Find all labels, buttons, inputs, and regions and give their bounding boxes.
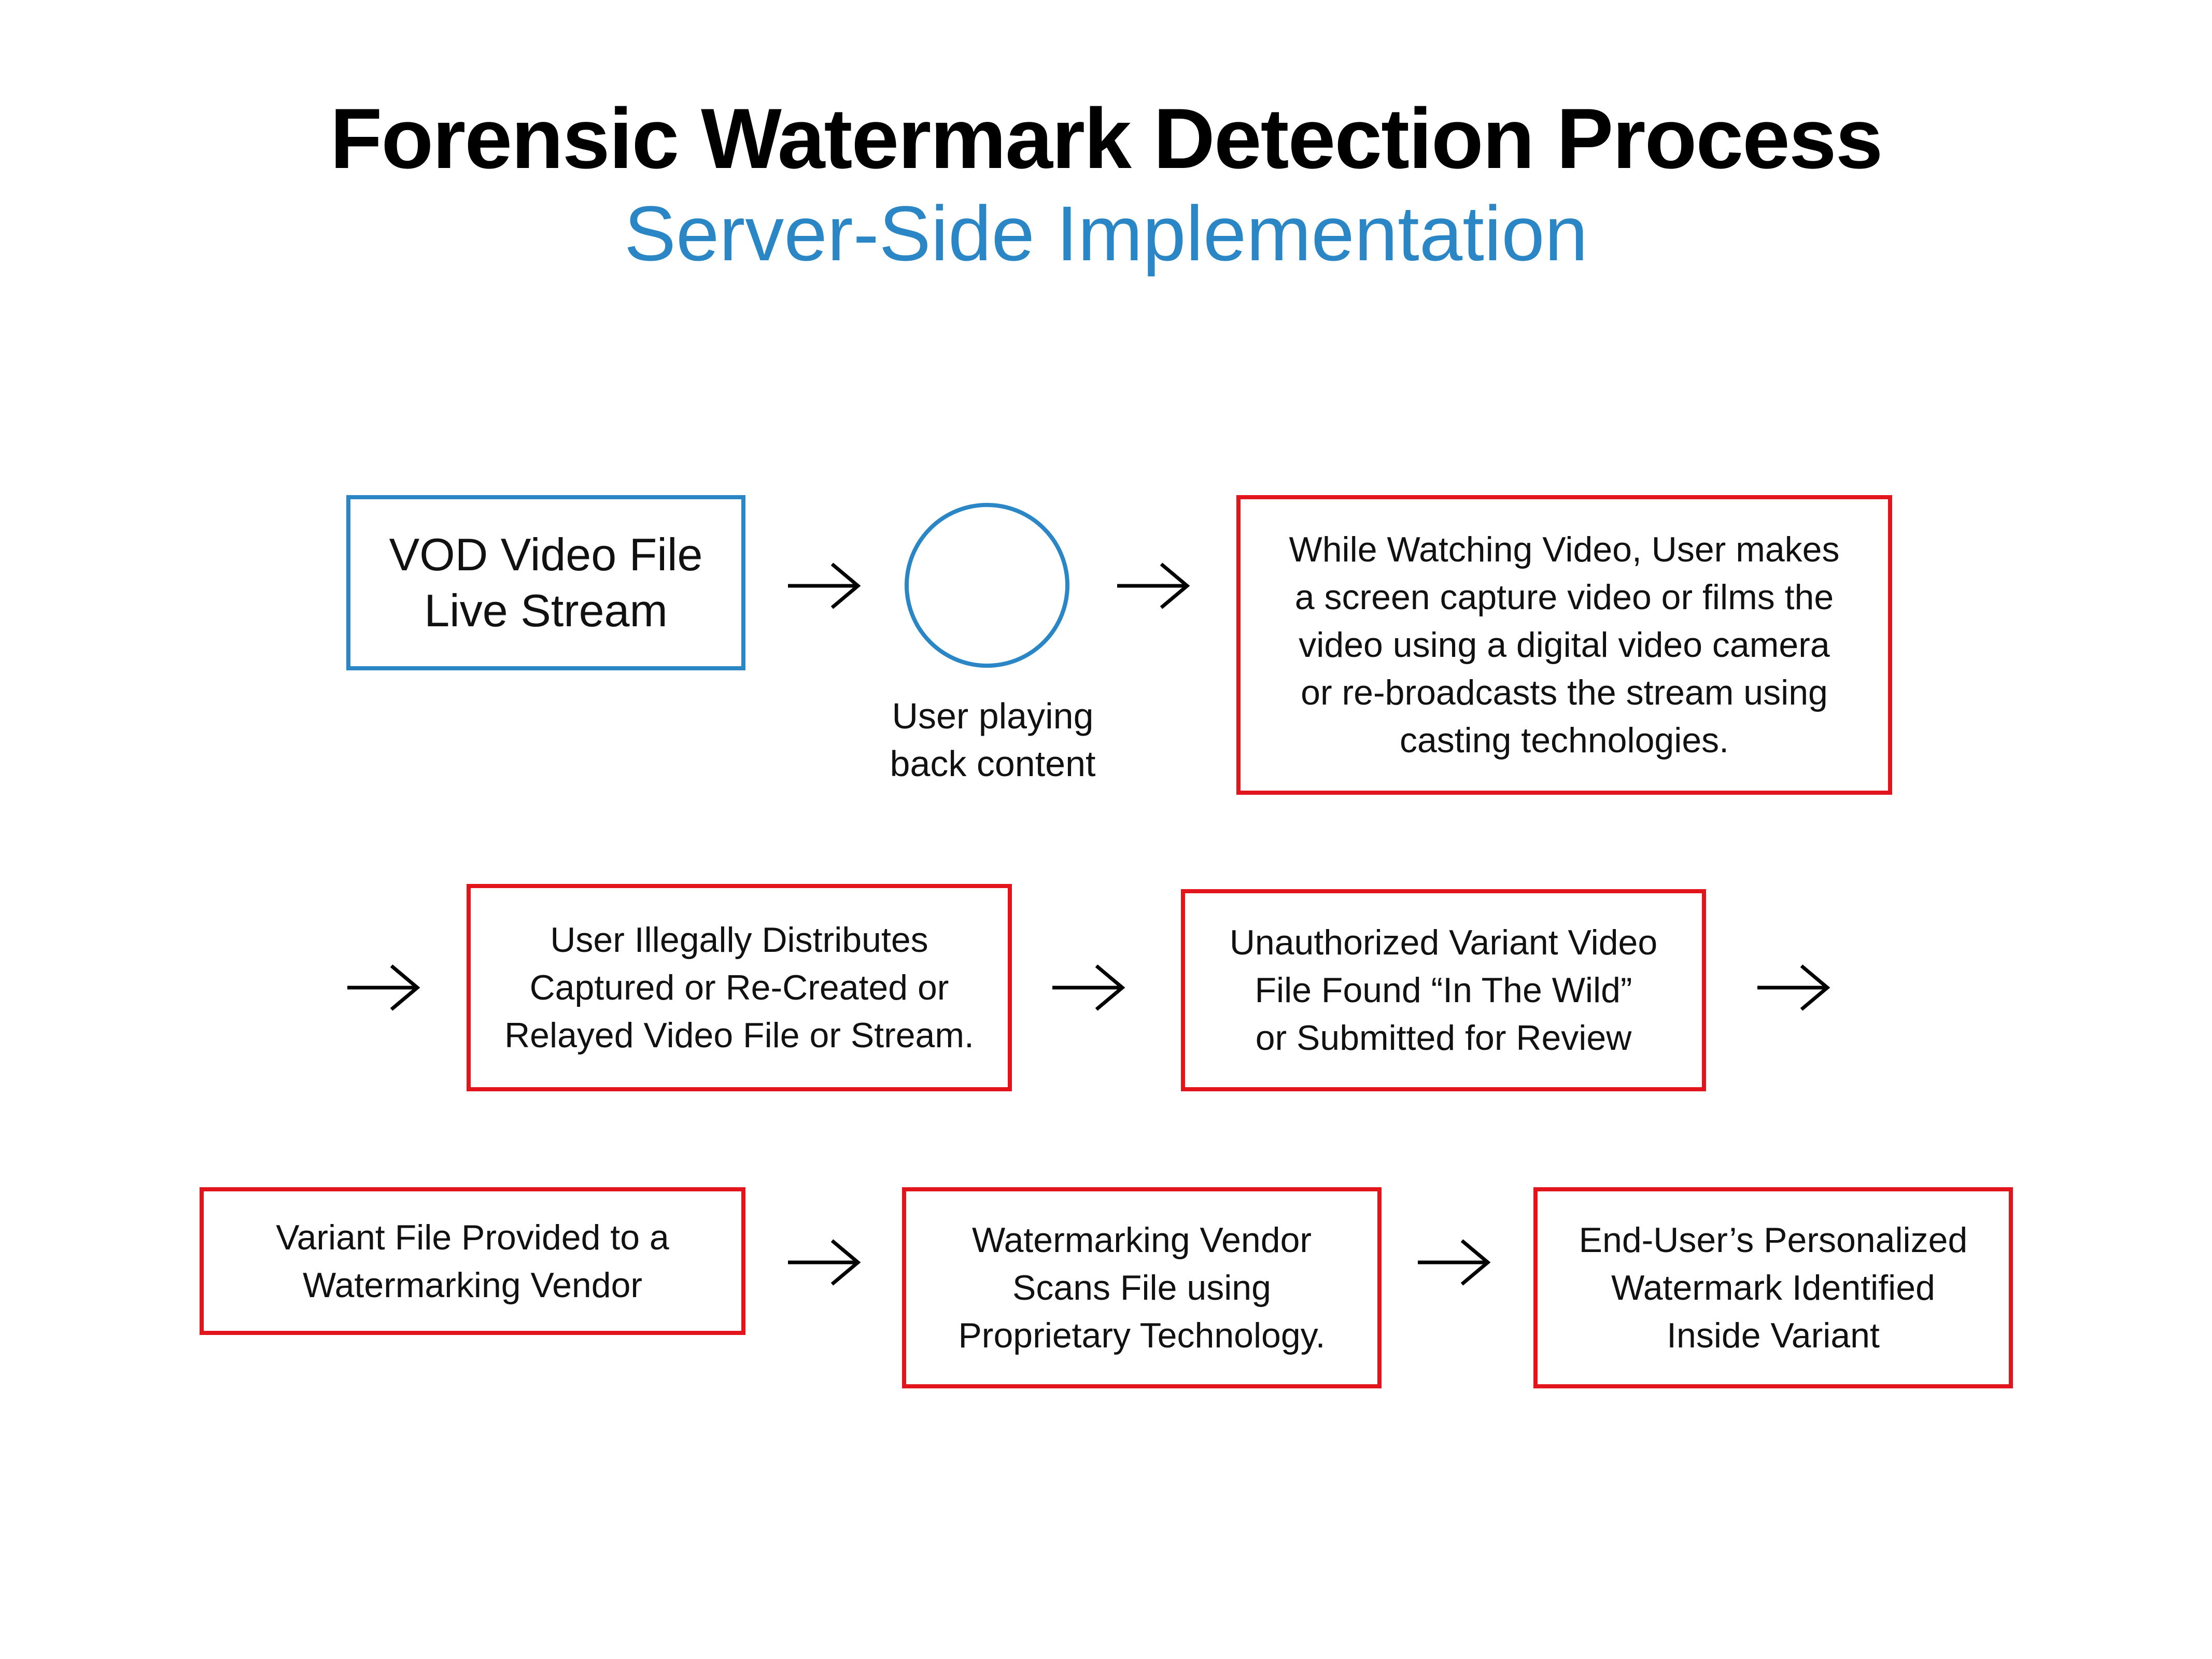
right-arrow-icon bbox=[788, 1239, 861, 1286]
diagram-subtitle: Server-Side Implementation bbox=[624, 190, 1588, 277]
source-box: VOD Video File Live Stream bbox=[346, 495, 745, 670]
right-arrow-icon bbox=[1117, 563, 1190, 609]
step-watermark-identified: End-User’s Personalized Watermark Identi… bbox=[1533, 1187, 2013, 1388]
right-arrow-icon bbox=[1052, 964, 1125, 1011]
step-vendor-scan: Watermarking Vendor Scans File using Pro… bbox=[902, 1187, 1382, 1388]
right-arrow-icon bbox=[788, 563, 861, 609]
diagram-title: Forensic Watermark Detection Process bbox=[330, 91, 1883, 186]
step-illegal-distribution: User Illegally Distributes Captured or R… bbox=[467, 884, 1012, 1091]
step-variant-found: Unauthorized Variant Video File Found “I… bbox=[1181, 889, 1706, 1091]
right-arrow-icon bbox=[1418, 1239, 1491, 1286]
playback-caption: User playing back content bbox=[890, 696, 1096, 784]
playback-circle bbox=[905, 503, 1069, 668]
step-screen-capture: While Watching Video, User makes a scree… bbox=[1236, 495, 1892, 795]
right-arrow-icon bbox=[347, 964, 420, 1011]
right-arrow-icon bbox=[1757, 964, 1830, 1011]
step-provided-to-vendor: Variant File Provided to a Watermarking … bbox=[200, 1187, 745, 1335]
